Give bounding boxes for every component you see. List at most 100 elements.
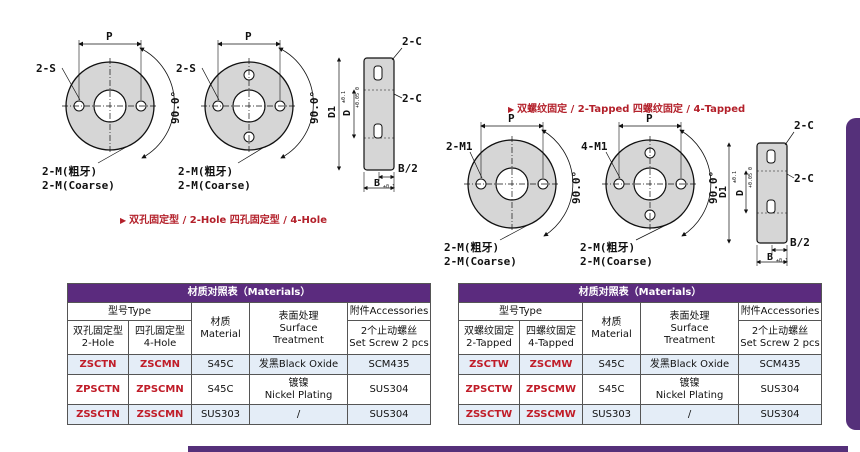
table-row: ZSCTN ZSCMN S45C 发黑Black Oxide SCM435 — [67, 354, 431, 375]
label-2c: 2-C — [794, 119, 814, 132]
accessories-header: 附件Accessories — [738, 302, 822, 321]
label-2s: 2-S — [176, 62, 196, 75]
material-cell: S45C — [191, 374, 250, 405]
d1-label: D1 — [718, 186, 729, 198]
material-cell: S45C — [582, 374, 641, 405]
b-label: B — [767, 252, 773, 263]
model-code: ZPSCMW — [519, 374, 583, 405]
material-cell: S45C — [191, 354, 250, 375]
model-code: ZSCTW — [458, 354, 520, 375]
thread-label-cn: 2-M(粗牙) — [42, 164, 97, 178]
d1-tol: ±0.1 — [341, 91, 347, 103]
thread-label-en: 2-M(Coarse) — [444, 255, 517, 268]
model-code: ZPSCTW — [458, 374, 520, 405]
angle-label: 90.0° — [308, 91, 321, 124]
side-view-tapped: D1 ±0.1 D +0.05 0 2-C 2-C B/2 B ±0.1 — [718, 119, 814, 266]
label-2s: 2-S — [36, 62, 56, 75]
d1-tol: ±0.1 — [732, 171, 738, 183]
d-tol: +0.05 0 — [355, 87, 361, 108]
accessory-cell: SCM435 — [347, 354, 431, 375]
accessory-cell: SUS304 — [738, 404, 822, 425]
surface-cell: / — [640, 404, 739, 425]
label-2c: 2-C — [402, 92, 422, 105]
triangle-icon: ▶ — [120, 216, 127, 225]
dim-p-label: P — [508, 112, 515, 125]
side-view-hole: D1 ±0.1 D +0.05 0 2-C 2-C B/2 B ±0.1 — [327, 35, 422, 192]
accessories-header: 附件Accessories — [347, 302, 431, 321]
model-code: ZSCMW — [519, 354, 583, 375]
drawing-4-tapped: P 90.0° 4-M1 2-M(粗牙) 2-M(Coarse) — [580, 112, 720, 268]
b2-label: B/2 — [398, 162, 418, 175]
angle-label: 90.0° — [707, 171, 720, 204]
material-cell: S45C — [582, 354, 641, 375]
b-label: B — [374, 178, 380, 189]
model-code: ZSSCMN — [128, 404, 192, 425]
label-2m1: 2-M1 — [446, 140, 473, 153]
dim-p-label: P — [106, 30, 113, 43]
label-2c: 2-C — [402, 35, 422, 48]
technical-drawings: P 90.0° 2-S 2-M(粗牙) 2-M(Coarse) P 90.0° … — [36, 30, 814, 268]
material-cell: SUS303 — [191, 404, 250, 425]
model-code: ZSSCTN — [67, 404, 129, 425]
caption-hole-types: ▶双孔固定型 / 2-Hole 四孔固定型 / 4-Hole — [120, 215, 327, 226]
d1-label: D1 — [327, 106, 338, 118]
table-row: ZSSCTW ZSSCMW SUS303 / SUS304 — [458, 404, 822, 425]
accessory-cell: SUS304 — [738, 374, 822, 405]
side-decoration-bar — [846, 118, 860, 430]
model-code: ZPSCTN — [67, 374, 129, 405]
table-row: ZSCTW ZSCMW S45C 发黑Black Oxide SCM435 — [458, 354, 822, 375]
angle-label: 90.0° — [169, 91, 182, 124]
drawing-4-hole: P 90.0° 2-S 2-M(粗牙) 2-M(Coarse) — [176, 30, 321, 192]
b-tol: ±0.1 — [776, 258, 788, 264]
d-tol: +0.05 0 — [748, 167, 754, 188]
d-label: D — [342, 110, 353, 116]
table-row: ZSSCTN ZSSCMN SUS303 / SUS304 — [67, 404, 431, 425]
b-tol: ±0.1 — [383, 184, 395, 190]
model-code: ZSCMN — [128, 354, 192, 375]
drawing-2-tapped: P 90.0° 2-M1 2-M(粗牙) 2-M(Coarse) — [444, 112, 583, 268]
table-title: 材质对照表（Materials） — [458, 283, 822, 303]
surface-cell: / — [249, 404, 348, 425]
angle-label: 90.0° — [570, 171, 583, 204]
type-header: 型号Type — [458, 302, 583, 321]
model-code: ZSCTN — [67, 354, 129, 375]
bottom-decoration-bar — [188, 446, 848, 452]
label-2c: 2-C — [794, 172, 814, 185]
accessory-cell: SUS304 — [347, 404, 431, 425]
surface-cell: 发黑Black Oxide — [640, 354, 739, 375]
thread-label-cn: 2-M(粗牙) — [178, 164, 233, 178]
model-code: ZPSCMN — [128, 374, 192, 405]
accessory-cell: SCM435 — [738, 354, 822, 375]
model-code: ZSSCTW — [458, 404, 520, 425]
dim-p-label: P — [245, 30, 252, 43]
accessory-cell: SUS304 — [347, 374, 431, 405]
caption-tapped-types: ▶双螺纹固定 / 2-Tapped 四螺纹固定 / 4-Tapped — [508, 104, 746, 115]
surface-cell: 发黑Black Oxide — [249, 354, 348, 375]
thread-label-en: 2-M(Coarse) — [580, 255, 653, 268]
thread-label-en: 2-M(Coarse) — [178, 179, 251, 192]
drawing-2-hole: P 90.0° 2-S 2-M(粗牙) 2-M(Coarse) — [36, 30, 182, 192]
thread-label-cn: 2-M(粗牙) — [444, 240, 499, 254]
d-label: D — [735, 190, 746, 196]
thread-label-cn: 2-M(粗牙) — [580, 240, 635, 254]
dim-p-label: P — [646, 112, 653, 125]
thread-label-en: 2-M(Coarse) — [42, 179, 115, 192]
b2-label: B/2 — [790, 236, 810, 249]
material-cell: SUS303 — [582, 404, 641, 425]
